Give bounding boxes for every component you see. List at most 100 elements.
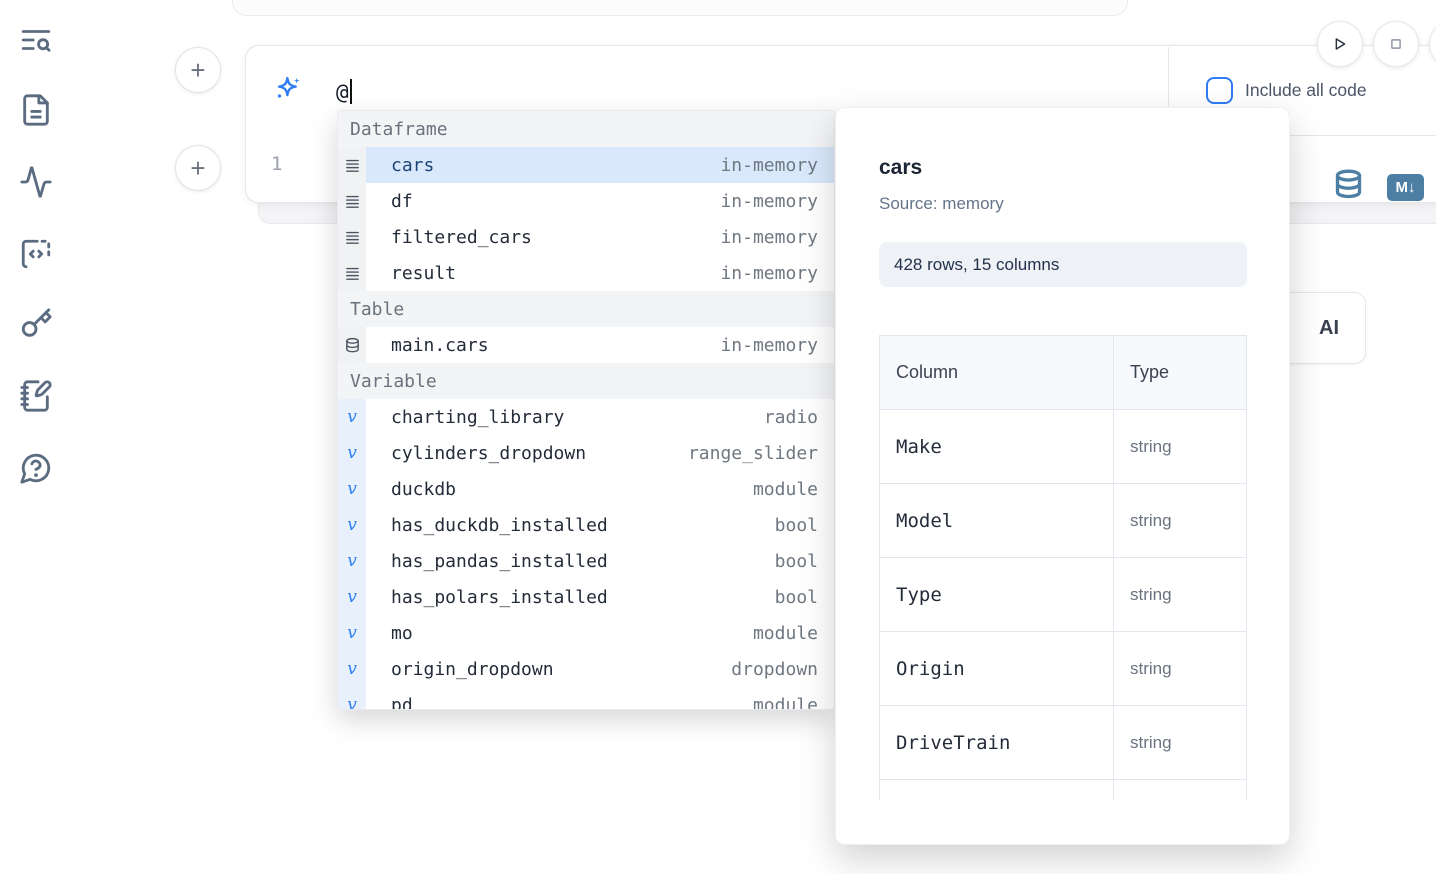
autocomplete-item-gutter: v xyxy=(338,507,366,543)
autocomplete-item-gutter: v xyxy=(338,399,366,435)
include-all-code-label: Include all code xyxy=(1245,80,1367,101)
variable-icon: v xyxy=(347,623,357,643)
autocomplete-item-detail: in-memory xyxy=(720,263,818,284)
ai-sparkle-icon xyxy=(273,75,303,105)
schema-column-header: Column xyxy=(880,336,1114,410)
autocomplete-item[interactable]: v result in-memory xyxy=(338,255,834,291)
autocomplete-item-gutter: v xyxy=(338,183,366,219)
schema-row: Origin string xyxy=(880,632,1247,706)
autocomplete-item-gutter: v xyxy=(338,687,366,710)
autocomplete-item[interactable]: v filtered_cars in-memory xyxy=(338,219,834,255)
autocomplete-item-name: df xyxy=(391,191,720,212)
schema-row: Model string xyxy=(880,484,1247,558)
variable-icon: v xyxy=(347,551,357,571)
autocomplete-section: Table v xyxy=(338,291,834,363)
line-number: 1 xyxy=(271,153,282,175)
autocomplete-item[interactable]: v mo module xyxy=(338,615,834,651)
notebook-pen-icon[interactable] xyxy=(18,378,54,414)
schema-table: Column Type Make string Model string Typ… xyxy=(879,335,1247,800)
autocomplete-item-detail: in-memory xyxy=(720,155,818,176)
dataframe-icon xyxy=(344,157,361,174)
autocomplete-item-detail: in-memory xyxy=(720,227,818,248)
schema-row: Make string xyxy=(880,410,1247,484)
schema-column-name: Make xyxy=(880,410,1114,484)
autocomplete-section: Variable v xyxy=(338,363,834,710)
autocomplete-item[interactable]: v pd module xyxy=(338,687,834,710)
schema-column-type: string xyxy=(1114,632,1247,706)
autocomplete-item-name: result xyxy=(391,263,720,284)
dataframe-preview-popover: cars Source: memory 428 rows, 15 columns… xyxy=(835,107,1290,845)
autocomplete-item[interactable]: v origin_dropdown dropdown xyxy=(338,651,834,687)
schema-column-type: string xyxy=(1114,484,1247,558)
autocomplete-item-detail: in-memory xyxy=(720,335,818,356)
schema-column-type: string xyxy=(1114,558,1247,632)
autocomplete-item[interactable]: v cars in-memory xyxy=(338,147,834,183)
schema-row: DriveTrain string xyxy=(880,706,1247,780)
autocomplete-item-detail: bool xyxy=(775,587,818,608)
autocomplete-item-name: duckdb xyxy=(391,479,753,500)
schema-column-type xyxy=(1114,780,1247,801)
autocomplete-item[interactable]: v charting_library radio xyxy=(338,399,834,435)
schema-column-name: DriveTrain xyxy=(880,706,1114,780)
schema-table-wrapper: Column Type Make string Model string Typ… xyxy=(879,335,1248,800)
variable-icon: v xyxy=(347,695,357,710)
autocomplete-item-detail: module xyxy=(753,623,818,644)
schema-column-type: string xyxy=(1114,706,1247,780)
autocomplete-item-gutter: v xyxy=(338,579,366,615)
key-icon[interactable] xyxy=(18,306,54,342)
run-cell-button[interactable] xyxy=(1317,21,1363,67)
code-snippet-icon[interactable] xyxy=(18,236,54,272)
autocomplete-item[interactable]: v has_polars_installed bool xyxy=(338,579,834,615)
autocomplete-section-header: Dataframe xyxy=(338,111,834,147)
schema-column-name: Type xyxy=(880,558,1114,632)
add-cell-above-button[interactable]: + xyxy=(175,47,221,93)
ai-prompt-input[interactable]: @ xyxy=(336,79,352,104)
database-icon[interactable] xyxy=(1332,168,1365,206)
autocomplete-item[interactable]: v has_duckdb_installed bool xyxy=(338,507,834,543)
autocomplete-item-detail: dropdown xyxy=(731,659,818,680)
previous-cell-strip xyxy=(232,0,1128,16)
autocomplete-item-gutter: v xyxy=(338,327,366,363)
autocomplete-item[interactable]: v cylinders_dropdown range_slider xyxy=(338,435,834,471)
add-cell-below-button[interactable]: + xyxy=(175,145,221,191)
dataframe-icon xyxy=(344,193,361,210)
autocomplete-item-gutter: v xyxy=(338,435,366,471)
autocomplete-item[interactable]: v has_pandas_installed bool xyxy=(338,543,834,579)
schema-row xyxy=(880,780,1247,801)
toc-search-icon[interactable] xyxy=(18,22,54,58)
autocomplete-item-gutter: v xyxy=(338,255,366,291)
activity-icon[interactable] xyxy=(18,164,54,200)
table-database-icon xyxy=(344,337,361,354)
autocomplete-item[interactable]: v df in-memory xyxy=(338,183,834,219)
schema-column-name xyxy=(880,780,1114,801)
variable-icon: v xyxy=(347,407,357,427)
autocomplete-item-gutter: v xyxy=(338,219,366,255)
autocomplete-item-detail: in-memory xyxy=(720,191,818,212)
text-cursor xyxy=(350,79,352,104)
include-all-code-checkbox[interactable] xyxy=(1206,77,1233,104)
autocomplete-item-name: filtered_cars xyxy=(391,227,720,248)
autocomplete-item-name: main.cars xyxy=(391,335,720,356)
autocomplete-item-name: cars xyxy=(391,155,720,176)
variable-icon: v xyxy=(347,515,357,535)
autocomplete-item-gutter: v xyxy=(338,615,366,651)
autocomplete-item-detail: bool xyxy=(775,515,818,536)
autocomplete-item-name: cylinders_dropdown xyxy=(391,443,688,464)
stop-button[interactable] xyxy=(1373,21,1419,67)
autocomplete-item-detail: bool xyxy=(775,551,818,572)
variable-icon: v xyxy=(347,659,357,679)
markdown-icon[interactable]: M↓ xyxy=(1387,174,1424,201)
autocomplete-item-name: origin_dropdown xyxy=(391,659,731,680)
dataframe-icon xyxy=(344,265,361,282)
variable-icon: v xyxy=(347,587,357,607)
autocomplete-item[interactable]: v main.cars in-memory xyxy=(338,327,834,363)
autocomplete-item[interactable]: v duckdb module xyxy=(338,471,834,507)
cell-toolbar: M↓ xyxy=(1332,168,1424,206)
dataframe-icon xyxy=(344,229,361,246)
help-chat-icon[interactable] xyxy=(18,450,54,486)
schema-column-name: Origin xyxy=(880,632,1114,706)
autocomplete-item-name: charting_library xyxy=(391,407,764,428)
autocomplete-section-header: Table xyxy=(338,291,834,327)
file-text-icon[interactable] xyxy=(18,92,54,128)
